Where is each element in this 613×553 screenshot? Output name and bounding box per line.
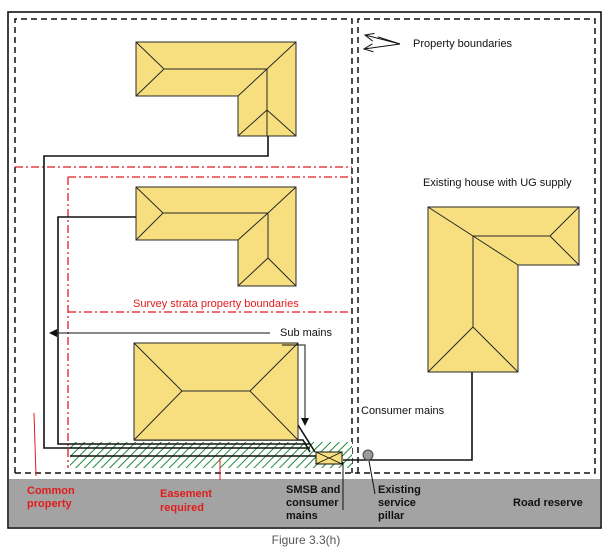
consumer-mains-label: Consumer mains — [361, 405, 445, 417]
survey-strata-boundary-upper — [15, 166, 352, 468]
service-pillar-icon — [362, 449, 374, 461]
house-roof-1 — [135, 41, 297, 137]
sub-mains-pointer-down — [282, 344, 309, 426]
common-property-label: Common property — [27, 485, 78, 510]
pillar-pointer — [368, 460, 376, 495]
road-reserve-label: Road reserve — [513, 497, 583, 509]
sub-mains-cable-lot2 — [57, 216, 310, 445]
sub-mains-cable-lot3 — [297, 424, 316, 453]
common-property-pointer — [33, 412, 37, 477]
sub-mains-label: Sub mains — [280, 327, 332, 339]
lot-boundary-right — [357, 18, 596, 474]
house-roof-2 — [135, 186, 297, 287]
property-boundaries-pointer-upper — [365, 35, 401, 45]
existing-house-label: Existing house with UG supply — [423, 177, 572, 189]
smsb-cross — [315, 451, 343, 465]
sub-mains-cable-lot1 — [43, 136, 310, 449]
existing-pillar-label: Existing service pillar — [378, 484, 424, 522]
easement-area — [70, 442, 352, 468]
property-boundaries-label: Property boundaries — [413, 38, 513, 50]
figure-caption: Figure 3.3(h) — [272, 533, 341, 547]
survey-strata-label: Survey strata property boundaries — [133, 298, 299, 310]
lot-boundary-left — [14, 18, 353, 473]
smsb-label: SMSB and consumer mains — [286, 484, 343, 522]
existing-house-roof — [427, 206, 580, 373]
house-roof-3 — [133, 342, 299, 441]
consumer-mains-existing-house — [343, 372, 473, 461]
road-reserve-strip — [9, 479, 600, 527]
easement-required-label: Easement required — [160, 488, 215, 514]
